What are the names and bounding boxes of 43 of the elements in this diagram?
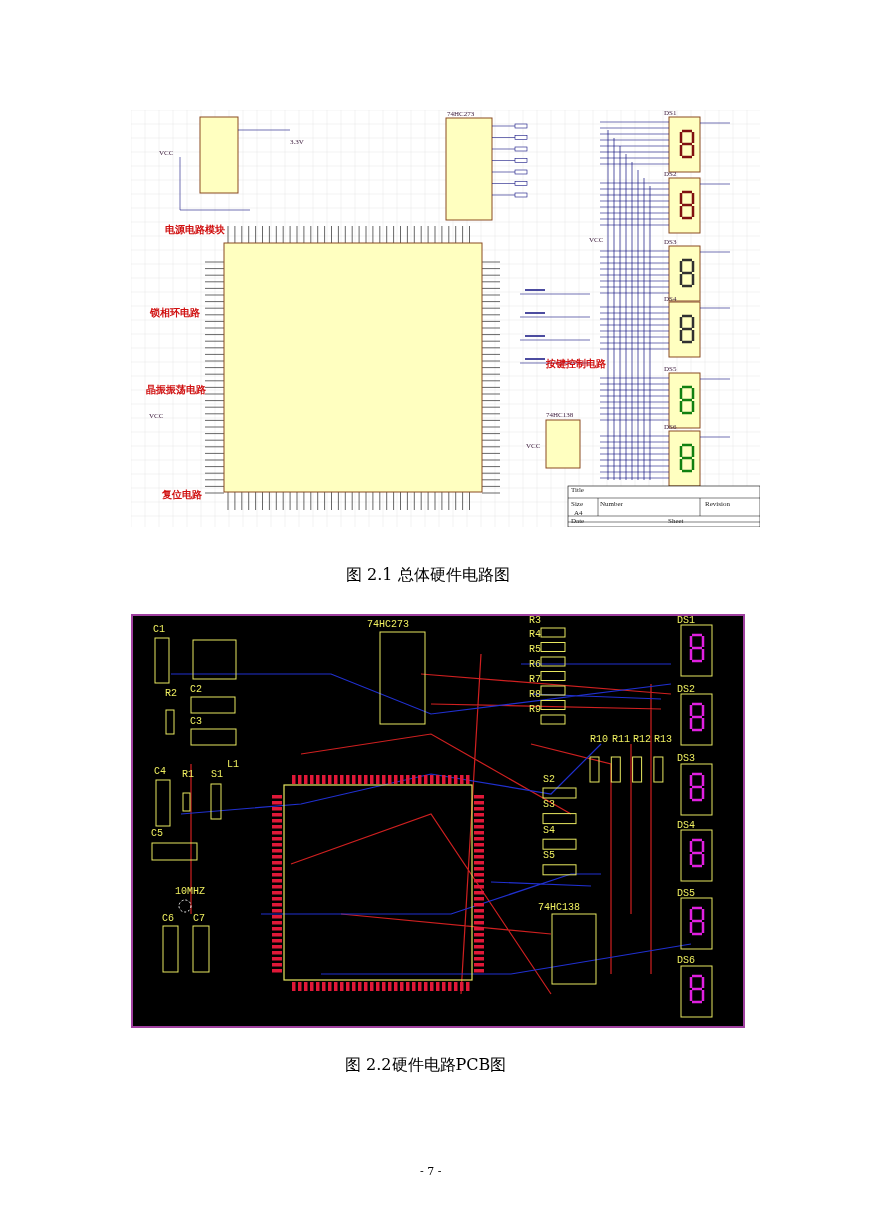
- silkscreen-label: S5: [543, 850, 555, 861]
- silkscreen-label: S2: [543, 774, 555, 785]
- silkscreen-label: C3: [190, 716, 202, 727]
- silkscreen-label: R13: [654, 734, 672, 745]
- silkscreen-label: 10MHZ: [175, 886, 205, 897]
- silkscreen-label: DS5: [677, 888, 695, 899]
- silkscreen-label: DS4: [677, 820, 695, 831]
- silkscreen-label: R3: [529, 615, 541, 626]
- silkscreen-label: C5: [151, 828, 163, 839]
- page-number: - 7 -: [420, 1166, 442, 1179]
- silkscreen-label: DS2: [677, 684, 695, 695]
- silkscreen-label: R5: [529, 644, 541, 655]
- silkscreen-label: R8: [529, 689, 541, 700]
- figure-caption: 图 2.2硬件电路PCB图: [345, 1056, 507, 1074]
- silkscreen-label: R6: [529, 659, 541, 670]
- silkscreen-label: C2: [190, 684, 202, 695]
- silkscreen-label: 74HC273: [367, 619, 409, 630]
- silkscreen-label: C7: [193, 913, 205, 924]
- silkscreen-label: R11: [612, 734, 630, 745]
- silkscreen-label: C1: [153, 624, 165, 635]
- silkscreen-label: S1: [211, 769, 223, 780]
- circuit-section-label: 锁相环电路: [150, 307, 200, 318]
- circuit-section-label: 晶振振荡电路: [146, 384, 206, 395]
- circuit-section-label: 电源电路模块: [165, 224, 225, 235]
- circuit-section-label: 按键控制电路: [546, 358, 606, 369]
- silkscreen-label: R1: [182, 769, 194, 780]
- silkscreen-label: DS6: [677, 955, 695, 966]
- figure-caption: 图 2.1 总体硬件电路图: [346, 566, 510, 584]
- silkscreen-label: L1: [227, 759, 239, 770]
- silkscreen-label: DS1: [677, 615, 695, 626]
- silkscreen-label: C6: [162, 913, 174, 924]
- silkscreen-label: R12: [633, 734, 651, 745]
- silkscreen-label: R2: [165, 688, 177, 699]
- silkscreen-label: 74HC138: [538, 902, 580, 913]
- circuit-section-label: 复位电路: [162, 489, 202, 500]
- silkscreen-label: R4: [529, 629, 541, 640]
- silkscreen-label: S4: [543, 825, 555, 836]
- silkscreen-label: R9: [529, 704, 541, 715]
- silkscreen-label: R7: [529, 674, 541, 685]
- silkscreen-label: DS3: [677, 753, 695, 764]
- silkscreen-label: R10: [590, 734, 608, 745]
- silkscreen-label: C4: [154, 766, 166, 777]
- silkscreen-label: S3: [543, 799, 555, 810]
